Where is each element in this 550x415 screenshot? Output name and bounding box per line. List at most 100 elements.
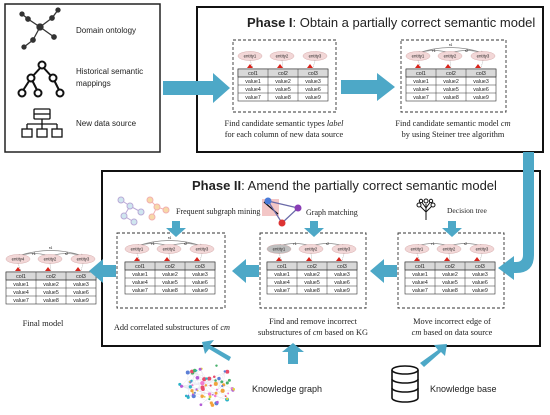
entity-column-link [416, 253, 421, 262]
table-cell: value3 [73, 282, 89, 288]
entity-column-link [449, 60, 452, 69]
kg-edge [181, 386, 203, 390]
column-header: col2 [446, 71, 456, 77]
table-cell: value9 [334, 288, 350, 294]
arrow-dt-to-move [442, 221, 462, 237]
phase2-title-rest: : Amend the partially correct semantic m… [241, 178, 497, 193]
entity-label: entity1 [244, 54, 257, 59]
table-cell: value7 [412, 288, 428, 294]
table-cell: value8 [43, 298, 59, 304]
kg-node [224, 395, 227, 398]
kg-node [213, 381, 218, 386]
phase2-move-caption-2-post: based on data source [421, 328, 492, 337]
semantic-type-marker [45, 267, 51, 271]
edge-r4 [17, 250, 85, 257]
table-cell: value5 [442, 280, 458, 286]
kg-node [216, 400, 219, 404]
entity-column-link [49, 263, 52, 272]
knowledge-base-label: Knowledge base [430, 384, 497, 394]
semantic-type-marker [306, 257, 312, 261]
table-cell: value4 [13, 290, 29, 296]
kg-node [230, 387, 233, 390]
kg-node [225, 369, 230, 374]
phase1-title-bold: Phase I [247, 15, 293, 30]
knowledge-graph-label: Knowledge graph [252, 384, 322, 394]
entity-column-link [199, 253, 203, 262]
kg-node [220, 380, 224, 384]
historical-mappings-label-2: mappings [76, 79, 111, 88]
kg-node [213, 394, 217, 398]
kg-node [217, 376, 221, 381]
entity-column-link [448, 253, 451, 262]
arrow-kb-to-move [420, 344, 447, 367]
arrow-phase1-to-phase2 [498, 152, 534, 280]
flow-arrows [89, 73, 534, 367]
column-header: col2 [307, 264, 317, 270]
table-cell: value9 [473, 95, 489, 101]
table-cell: value8 [275, 95, 291, 101]
table-cell: value4 [132, 280, 148, 286]
table-cell: value3 [192, 272, 208, 278]
edge-r1-label: r1 [293, 241, 297, 246]
entity-label: entity1 [131, 247, 144, 252]
phase2-move-caption-2-em: cm [412, 328, 422, 337]
kg-node [210, 403, 215, 407]
column-header: col2 [165, 264, 175, 270]
kg-node [214, 391, 218, 395]
graph-matching-label: Graph matching [306, 208, 358, 217]
kg-node [195, 388, 198, 391]
phase2-move-caption-1: Move incorrect edge of [413, 317, 491, 326]
entity-label: entity3 [309, 54, 322, 59]
kg-node [187, 394, 190, 397]
frequent-subgraph-icon [117, 196, 170, 226]
edge-r1-label: r1 [151, 241, 155, 246]
semantic-type-marker [336, 257, 342, 261]
kg-node [186, 395, 190, 399]
kg-node [232, 387, 236, 391]
column-header: col1 [416, 71, 426, 77]
semantic-type-marker [414, 257, 420, 261]
arrow-step1-to-step2 [341, 73, 395, 101]
kg-node [201, 387, 205, 392]
kg-node [191, 393, 195, 396]
semantic-type-marker [276, 257, 282, 261]
phase1-step2-caption-2: by using Steiner tree algorithm [402, 130, 505, 139]
kg-node [188, 380, 191, 383]
frequent-subgraph-label: Frequent subgraph mining [176, 207, 260, 216]
table-cell: value9 [305, 95, 321, 101]
table-cell: value4 [245, 87, 261, 93]
table-cell: value2 [304, 272, 320, 278]
table-cell: value4 [274, 280, 290, 286]
column-header: col3 [76, 274, 86, 280]
edge-r4-label: r4 [449, 42, 453, 47]
kg-node [179, 384, 184, 388]
ontology-icon [19, 7, 61, 50]
phase2-panel: Phase II: Amend the partially correct se… [101, 170, 541, 347]
phase1-step2-caption-1-text: Find candidate semantic model [395, 119, 501, 128]
semantic-type-marker [475, 64, 481, 68]
table-cell: value9 [472, 288, 488, 294]
column-header: col3 [195, 264, 205, 270]
entity-label: entity2 [305, 247, 318, 252]
entity-label: entity3 [338, 247, 351, 252]
phase1-step1-caption-1: Find candidate semantic types label [225, 119, 345, 128]
table-cell: value5 [162, 280, 178, 286]
semantic-type-marker [15, 267, 21, 271]
arrow-kg-to-remove [282, 343, 304, 364]
kg-node [195, 375, 200, 380]
semantic-type-marker [75, 267, 81, 271]
table-cell: value2 [275, 79, 291, 85]
kg-edge [191, 371, 232, 389]
decision-tree-label: Decision tree [447, 206, 487, 215]
phase2-remove-caption-2-post: based on KG [323, 328, 368, 337]
phase1-step1-caption-1-text: Find candidate semantic types [225, 119, 327, 128]
table-cell: value9 [192, 288, 208, 294]
kg-node [214, 379, 217, 382]
kg-node [193, 391, 196, 394]
kg-node [200, 394, 204, 398]
phase2-remove-caption-1: Find and remove incorrect [269, 317, 357, 326]
